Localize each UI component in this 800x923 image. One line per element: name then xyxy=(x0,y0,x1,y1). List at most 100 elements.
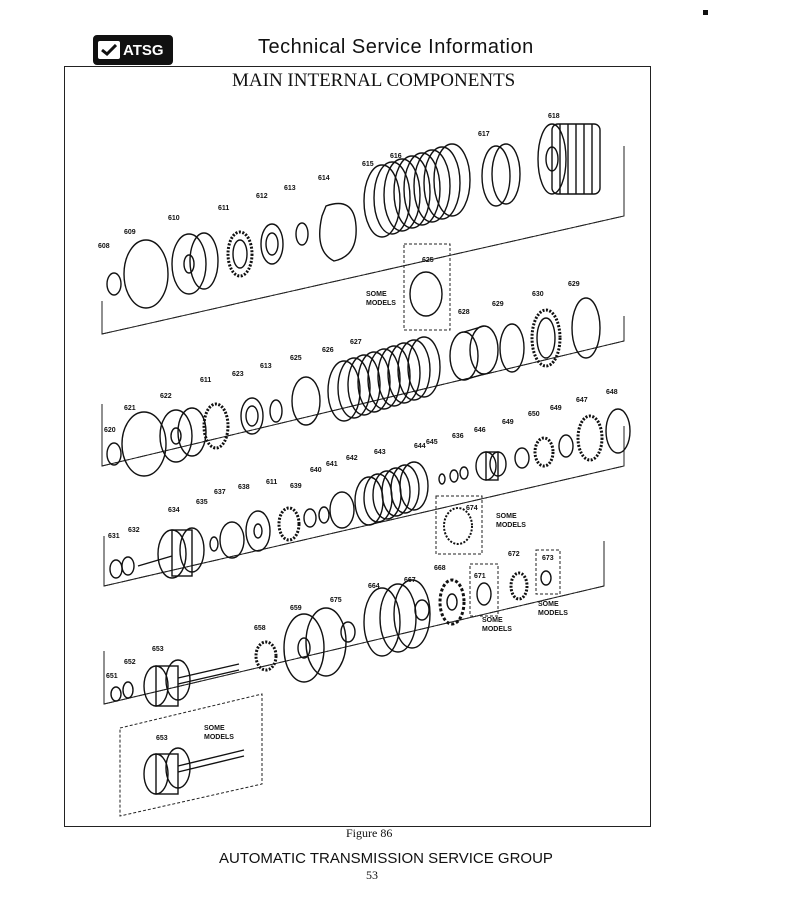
part-label-623: 623 xyxy=(232,371,244,378)
row4-frame xyxy=(103,541,605,705)
some-models-box-625 xyxy=(403,243,451,331)
part-label-658: 658 xyxy=(254,625,266,632)
part-label-622: 622 xyxy=(160,393,172,400)
part-623 xyxy=(240,397,264,435)
part-611b xyxy=(202,402,230,450)
some-models-label: SOME xyxy=(366,291,387,298)
part-671 xyxy=(476,582,492,606)
part-label-629: 629 xyxy=(492,301,504,308)
part-648 xyxy=(605,408,631,454)
some-models-box-674 xyxy=(435,495,483,555)
part-label-652: 652 xyxy=(124,659,136,666)
part-label-648: 648 xyxy=(606,389,618,396)
part-620 xyxy=(106,442,122,466)
part-label-667: 667 xyxy=(404,577,416,584)
part-664 xyxy=(363,579,431,657)
part-630 xyxy=(530,308,562,368)
some-models-label: MODELS xyxy=(496,522,526,529)
some-models-label: MODELS xyxy=(538,610,568,617)
part-label-659: 659 xyxy=(290,605,302,612)
part-label-609: 609 xyxy=(124,229,136,236)
part-label-625: 625 xyxy=(422,257,434,264)
check-icon xyxy=(98,41,120,59)
part-613b xyxy=(269,399,283,423)
part-617 xyxy=(481,143,521,207)
some-models-box-653 xyxy=(119,693,263,817)
some-models-box-671 xyxy=(469,563,499,617)
corner-mark xyxy=(703,10,708,15)
part-640 xyxy=(318,506,330,524)
footer-org: AUTOMATIC TRANSMISSION SERVICE GROUP xyxy=(219,850,553,867)
part-label-611: 611 xyxy=(266,479,277,486)
part-631 xyxy=(109,559,123,579)
some-models-label: SOME xyxy=(482,617,503,624)
part-629b xyxy=(571,297,601,359)
part-634 xyxy=(137,527,205,579)
page-header-title: Technical Service Information xyxy=(258,36,534,58)
part-637 xyxy=(219,521,245,559)
part-label-671: 671 xyxy=(474,573,486,580)
part-635 xyxy=(209,536,219,552)
part-658 xyxy=(254,640,278,672)
part-625a xyxy=(409,271,443,317)
some-models-label: SOME xyxy=(538,601,559,608)
part-label-618: 618 xyxy=(548,113,560,120)
part-label-640: 640 xyxy=(310,467,322,474)
some-models-label: MODELS xyxy=(204,734,234,741)
part-label-610: 610 xyxy=(168,215,180,222)
part-label-672: 672 xyxy=(508,551,520,558)
some-models-label: SOME xyxy=(496,513,517,520)
part-615-616 xyxy=(363,143,471,238)
part-653 xyxy=(143,659,240,707)
part-label-638: 638 xyxy=(238,484,250,491)
part-613 xyxy=(295,222,309,246)
part-label-627: 627 xyxy=(350,339,362,346)
page-number: 53 xyxy=(366,868,378,882)
part-609 xyxy=(123,239,169,309)
part-label-664: 664 xyxy=(368,583,380,590)
part-label-653: 653 xyxy=(156,735,168,742)
part-641 xyxy=(329,491,355,529)
part-label-615: 615 xyxy=(362,161,374,168)
atsg-logo: ATSG xyxy=(93,35,173,65)
part-label-631: 631 xyxy=(108,533,120,540)
part-label-646: 646 xyxy=(474,427,486,434)
part-label-626: 626 xyxy=(322,347,334,354)
part-645 xyxy=(449,469,459,483)
part-646 xyxy=(475,451,507,481)
part-label-647: 647 xyxy=(576,397,588,404)
part-label-611: 611 xyxy=(200,377,211,384)
part-611 xyxy=(226,230,254,278)
row4-parts xyxy=(110,570,552,707)
some-models-label: SOME xyxy=(204,725,225,732)
figure-caption: Figure 86 xyxy=(346,826,393,840)
part-636 xyxy=(459,466,469,480)
part-629a xyxy=(499,323,525,373)
part-label-625: 625 xyxy=(290,355,302,362)
part-659 xyxy=(283,607,347,683)
diagram-title: MAIN INTERNAL COMPONENTS xyxy=(232,70,516,91)
part-608 xyxy=(106,272,122,296)
row1-frame xyxy=(101,146,625,335)
part-652 xyxy=(122,681,134,699)
part-644 xyxy=(438,473,446,485)
part-label-621: 621 xyxy=(124,405,136,412)
part-label-613: 613 xyxy=(260,363,272,370)
part-label-675: 675 xyxy=(330,597,342,604)
part-label-632: 632 xyxy=(128,527,140,534)
part-642-643 xyxy=(354,461,429,526)
logo-text: ATSG xyxy=(123,41,164,59)
part-label-636: 636 xyxy=(452,433,464,440)
part-label-649: 649 xyxy=(502,419,514,426)
part-label-642: 642 xyxy=(346,455,358,462)
some-models-box-673 xyxy=(535,549,561,595)
part-label-611: 611 xyxy=(218,205,229,212)
part-626-627 xyxy=(327,336,441,422)
part-label-649: 649 xyxy=(550,405,562,412)
part-650 xyxy=(533,436,555,468)
part-612 xyxy=(260,223,284,265)
part-label-668: 668 xyxy=(434,565,446,572)
part-label-645: 645 xyxy=(426,439,438,446)
part-611c xyxy=(277,506,301,542)
row2-parts xyxy=(106,297,601,477)
